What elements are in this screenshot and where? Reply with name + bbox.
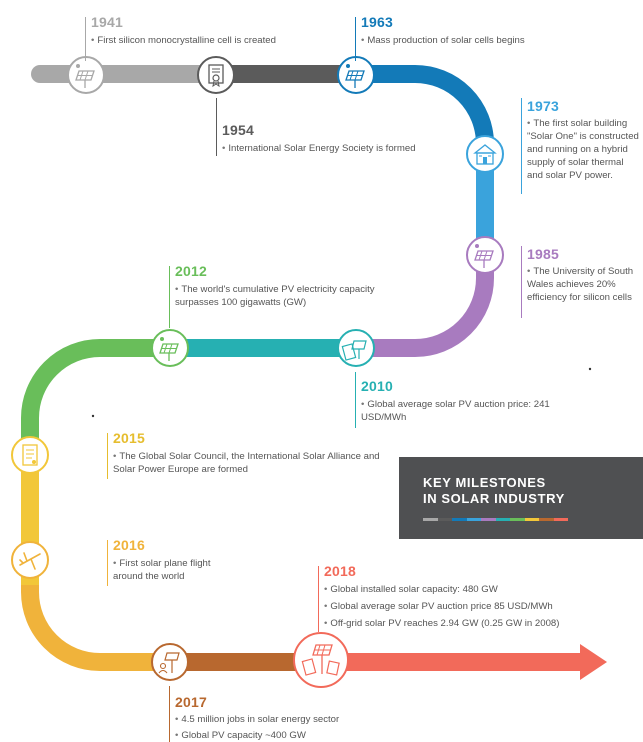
solar-panel-icon	[474, 244, 494, 268]
milestone-2015: 2015 The Global Solar Council, the Inter…	[107, 430, 383, 479]
page-title: KEY MILESTONES IN SOLAR INDUSTRY	[423, 475, 565, 506]
solar-panel-icon	[159, 337, 179, 361]
color-bar-segment	[510, 518, 525, 521]
milestone-item: Off-grid solar PV reaches 2.94 GW (0.25 …	[324, 617, 559, 630]
milestone-year: 1985	[527, 246, 559, 262]
node-1941	[67, 56, 105, 94]
milestone-year: 1954	[222, 122, 254, 138]
milestone-item: Global average solar PV auction price 85…	[324, 600, 559, 613]
color-bar-segment	[553, 518, 568, 521]
solar-panel-icon	[75, 64, 95, 88]
node-2018	[293, 632, 349, 688]
arrowhead	[580, 644, 607, 680]
color-bar-segment	[495, 518, 510, 521]
color-bar-segment	[452, 518, 467, 521]
milestone-item: Global PV capacity ~400 GW	[175, 729, 339, 742]
color-bar-segment	[466, 518, 481, 521]
milestone-item: Global average solar PV auction price: 2…	[361, 398, 561, 424]
milestone-year: 2018	[324, 563, 356, 579]
node-1963	[337, 56, 375, 94]
node-2017	[151, 643, 189, 681]
milestone-year: 2016	[113, 537, 145, 553]
milestone-1963: 1963 Mass production of solar cells begi…	[355, 14, 525, 61]
milestone-item: International Solar Energy Society is fo…	[222, 142, 415, 155]
node-1954	[197, 56, 235, 94]
milestone-2016: 2016 First solar plane flight around the…	[107, 537, 243, 586]
certificate-icon	[208, 64, 224, 88]
milestone-year: 1973	[527, 98, 559, 114]
money-solar-icon	[301, 644, 340, 676]
color-bar-segment	[539, 518, 554, 521]
document-icon	[22, 444, 38, 466]
color-bar	[423, 518, 568, 521]
milestone-item: Mass production of solar cells begins	[361, 34, 524, 47]
key-milestones-title-box: KEY MILESTONES IN SOLAR INDUSTRY	[399, 457, 643, 539]
milestone-item: First solar plane flight around the worl…	[113, 557, 243, 583]
milestone-2017: 2017 4.5 million jobs in solar energy se…	[169, 686, 339, 742]
milestone-1973: 1973 The first solar building "Solar One…	[521, 98, 643, 194]
money-solar-icon	[341, 340, 367, 361]
milestone-item: The University of South Wales achieves 2…	[527, 265, 637, 304]
milestone-item: The first solar building "Solar One" is …	[527, 117, 641, 182]
milestone-year: 2010	[361, 378, 393, 394]
milestone-1941: 1941 First silicon monocrystalline cell …	[85, 14, 276, 61]
track-segment-1963	[355, 65, 494, 145]
track-segment-2016	[21, 585, 170, 671]
milestone-2010: 2010 Global average solar PV auction pri…	[355, 372, 561, 428]
milestone-item: The Global Solar Council, the Internatio…	[113, 450, 383, 476]
milestone-year: 2017	[175, 694, 207, 710]
node-2016	[11, 541, 49, 579]
color-bar-segment	[524, 518, 539, 521]
jobs-solar-icon	[158, 652, 180, 674]
milestone-year: 1963	[361, 14, 393, 30]
solar-panel-icon	[345, 64, 365, 88]
milestone-year: 2012	[175, 263, 207, 279]
color-bar-segment	[423, 518, 438, 521]
milestone-item: 4.5 million jobs in solar energy sector	[175, 713, 339, 726]
milestone-item: The world's cumulative PV electricity ca…	[175, 283, 403, 309]
track-segment-1985	[355, 255, 494, 357]
node-2012	[151, 329, 189, 367]
node-2015	[11, 436, 49, 474]
milestone-1954: 1954 International Solar Energy Society …	[216, 98, 416, 156]
milestone-year: 1941	[91, 14, 123, 30]
track-segment-2012	[21, 339, 170, 445]
milestone-1985: 1985 The University of South Wales achie…	[521, 246, 643, 318]
decor-dot	[91, 414, 95, 418]
milestone-2018: 2018 Global installed solar capacity: 48…	[318, 563, 559, 632]
color-bar-segment	[437, 518, 452, 521]
decor-dot	[588, 367, 592, 371]
node-1973	[466, 135, 504, 173]
node-1985	[466, 236, 504, 274]
milestone-year: 2015	[113, 430, 145, 446]
house-icon	[473, 144, 497, 165]
milestone-item: First silicon monocrystalline cell is cr…	[91, 34, 276, 47]
milestone-2012: 2012 The world's cumulative PV electrici…	[169, 263, 403, 328]
color-bar-segment	[481, 518, 496, 521]
node-2010	[337, 329, 375, 367]
plane-icon	[19, 552, 41, 570]
milestone-item: Global installed solar capacity: 480 GW	[324, 583, 559, 596]
